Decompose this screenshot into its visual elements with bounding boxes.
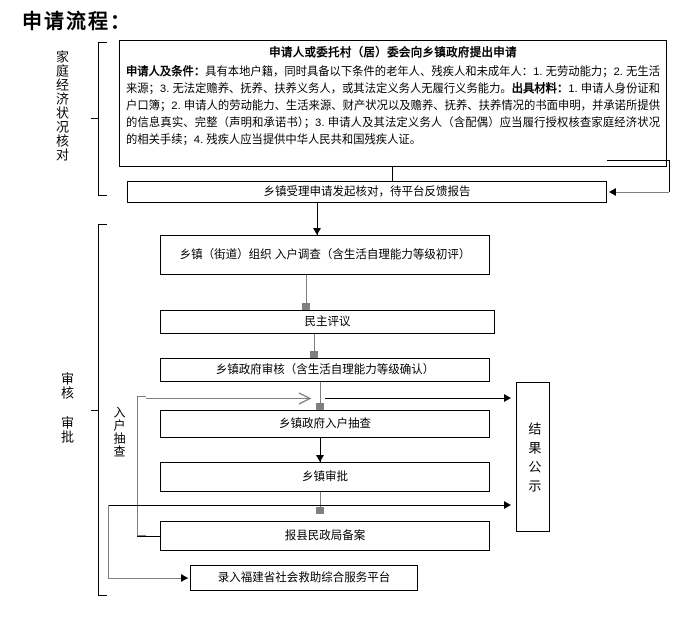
criteria-applicant-label: 申请人及条件： — [126, 65, 206, 78]
node-home-investigation: 乡镇（街道）组织 入户调查（含生活自理能力等级初评） — [160, 235, 490, 275]
node-enter-platform: 录入福建省社会救助综合服务平台 — [190, 565, 418, 591]
arrowhead-review-to-examination — [310, 351, 318, 358]
criteria-box: 申请人或委托村（居）委会向乡镇政府提出申请 申请人及条件：具有本地户籍，同时具备… — [119, 40, 667, 167]
connector-spotcheck-to-approval — [320, 438, 321, 462]
stage-tick-review — [91, 410, 98, 411]
node-home-investigation-label: 乡镇（街道）组织 入户调查（含生活自理能力等级初评） — [179, 248, 471, 261]
connector-criteria-to-accept — [392, 167, 393, 181]
node-report-civil-affairs: 报县民政局备案 — [160, 521, 490, 551]
stage-brace-household — [98, 42, 107, 196]
stage-label-spotcheck: 入户抽查 — [112, 406, 126, 458]
arrowhead-report-to-result — [504, 501, 511, 509]
arrowhead-accept-to-investigation — [313, 228, 321, 235]
rail-spotcheck-to-result — [325, 398, 505, 399]
arrowhead-examination-to-spotcheck — [316, 403, 324, 410]
arrowhead-approval-to-report — [316, 507, 324, 514]
node-result-publicity-label: 结果公示 — [526, 422, 542, 498]
node-township-examination-label: 乡镇政府审核（含生活自理能力等级确认） — [215, 363, 435, 376]
connector-review-to-examination — [314, 334, 315, 358]
stage-brace-review — [98, 224, 107, 596]
criteria-materials-text: 1. 申请人身份证和户口簿；2. 申请人的劳动能力、生活来源、财产状况以及赡养、… — [126, 82, 660, 147]
return-loop-arrowhead — [609, 188, 616, 196]
page-title: 申请流程： — [22, 9, 132, 33]
node-enter-platform-label: 录入福建省社会救助综合服务平台 — [217, 571, 391, 584]
arrowhead-spotcheck-to-approval — [316, 455, 324, 462]
return-loop-top — [607, 160, 670, 161]
stage-tick-household — [91, 118, 98, 119]
stage-brace-spotcheck — [137, 396, 146, 536]
node-democratic-review: 民主评议 — [160, 310, 495, 334]
node-township-accept-label: 乡镇受理申请发起核对，待平台反馈报告 — [263, 185, 471, 198]
connector-approval-to-report — [320, 492, 321, 514]
node-township-accept: 乡镇受理申请发起核对，待平台反馈报告 — [127, 181, 607, 203]
open-arrowhead-spotcheck — [298, 392, 312, 405]
rail-report-to-result — [108, 505, 505, 506]
return-loop-bottom — [616, 192, 669, 193]
connector-spotcheck-spine-to-report — [137, 536, 160, 537]
node-township-examination: 乡镇政府审核（含生活自理能力等级确认） — [160, 358, 490, 382]
node-township-approval: 乡镇审批 — [160, 462, 490, 492]
stage-label-review: 审核 审批 — [59, 372, 74, 444]
node-township-spotcheck: 乡镇政府入户抽查 — [160, 410, 490, 438]
arrowhead-investigation-to-review — [302, 303, 310, 310]
node-report-civil-affairs-label: 报县民政局备案 — [284, 529, 366, 542]
stage-label-household: 家庭经济状况核对 — [54, 50, 69, 162]
arrowhead-spotcheck-to-result — [504, 394, 511, 402]
connector-examination-to-spotcheck — [320, 382, 321, 410]
rail-left-to-platform — [108, 578, 188, 579]
return-loop-right — [669, 160, 670, 192]
spine-left-to-platform — [108, 505, 109, 579]
node-township-approval-label: 乡镇审批 — [302, 470, 348, 483]
node-democratic-review-label: 民主评议 — [304, 315, 351, 328]
criteria-conditions-text: 具有本地户籍，同时具备以下条件的老年人、残疾人和未成年人：1. 无劳动能力；2.… — [126, 65, 660, 95]
connector-accept-to-investigation — [317, 203, 318, 235]
arrowhead-to-platform — [181, 574, 188, 582]
node-result-publicity: 结果公示 — [516, 382, 550, 532]
rail-spotcheck-left — [146, 398, 311, 399]
criteria-title: 申请人或委托村（居）委会向乡镇政府提出申请 — [269, 47, 517, 59]
criteria-body: 申请人及条件：具有本地户籍，同时具备以下条件的老年人、残疾人和未成年人：1. 无… — [126, 64, 660, 150]
connector-investigation-to-review — [306, 275, 307, 310]
criteria-materials-label: 出具材料： — [511, 82, 569, 95]
node-township-spotcheck-label: 乡镇政府入户抽查 — [279, 417, 371, 430]
